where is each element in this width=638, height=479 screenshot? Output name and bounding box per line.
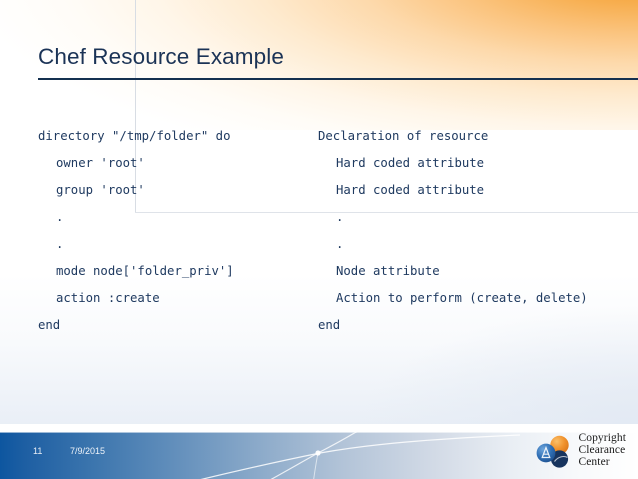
code-row: directory "/tmp/folder" do Declaration of…: [0, 126, 638, 153]
code-listing: directory "/tmp/folder" do Declaration of…: [0, 126, 638, 342]
code-left-cell: directory "/tmp/folder" do: [38, 129, 231, 143]
code-left-cell: mode node['folder_priv']: [56, 264, 234, 278]
code-right-cell: Hard coded attribute: [336, 183, 485, 197]
code-row: owner 'root' Hard coded attribute: [0, 153, 638, 180]
footer-page-number: 11: [33, 446, 43, 456]
code-row: action :create Action to perform (create,…: [0, 288, 638, 315]
code-left-cell: .: [56, 237, 64, 251]
code-right-cell: Node attribute: [336, 264, 440, 278]
code-right-cell: Action to perform (create, delete): [336, 291, 588, 305]
logo-line-3: Center: [578, 455, 610, 468]
logo-line-1: Copyright: [578, 432, 626, 445]
code-row: end end: [0, 315, 638, 342]
logo-mark-icon: [535, 434, 573, 468]
title-underline-rule: [38, 78, 638, 80]
code-row: mode node['folder_priv'] Node attribute: [0, 261, 638, 288]
code-right-cell: end: [318, 318, 341, 332]
logo-line-2: Clearance: [578, 444, 626, 457]
code-row: ..: [0, 207, 638, 234]
code-right-cell: Declaration of resource: [318, 129, 489, 143]
orange-gradient-decoration: [0, 0, 638, 130]
page-title: Chef Resource Example: [38, 44, 284, 69]
footer-date: 7/9/2015: [70, 446, 106, 456]
code-left-cell: group 'root': [56, 183, 145, 197]
watermark-vertical-line: [135, 0, 136, 212]
corner-fade-decoration: [308, 294, 638, 424]
code-right-cell: Hard coded attribute: [336, 156, 485, 170]
code-left-cell: end: [38, 318, 61, 332]
code-right-cell: .: [336, 210, 344, 224]
watermark-horizontal-line: [135, 212, 638, 213]
copyright-clearance-center-logo: Copyright Clearance Center: [535, 431, 626, 471]
logo-wordmark: Copyright Clearance Center: [578, 432, 626, 468]
code-row: group 'root' Hard coded attribute: [0, 180, 638, 207]
code-right-cell: .: [336, 237, 344, 251]
code-left-cell: owner 'root': [56, 156, 145, 170]
code-left-cell: action :create: [56, 291, 160, 305]
slide-footer: 11 7/9/2015: [0, 432, 638, 479]
code-row: ..: [0, 234, 638, 261]
code-left-cell: .: [56, 210, 64, 224]
